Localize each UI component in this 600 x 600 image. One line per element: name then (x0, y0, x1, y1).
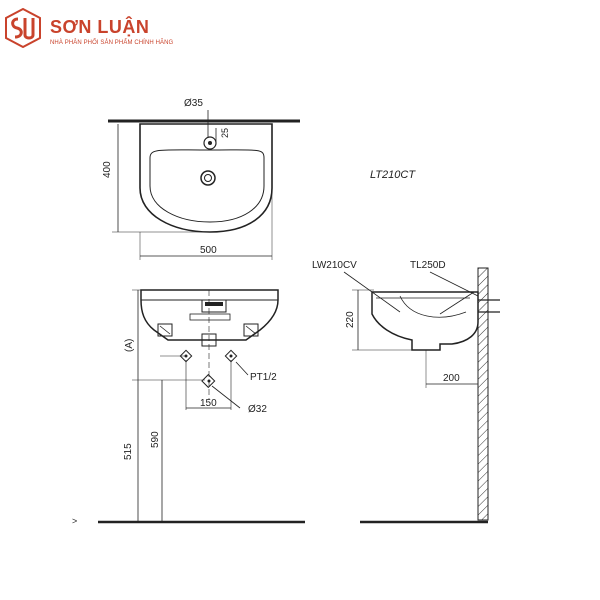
floor-arrow: > (72, 516, 77, 526)
trap-code-label: TL250D (410, 260, 446, 271)
mount-right (243, 323, 259, 337)
dim-spacing-label: 150 (200, 398, 217, 409)
drain-dia-label: Ø32 (248, 404, 267, 415)
supply-fitting-right (224, 349, 238, 363)
side-view: 220 200 LW210CV TL250D (312, 260, 500, 524)
drain-outlet (201, 373, 216, 389)
brand-tagline: NHÀ PHÂN PHỐI SẢN PHẨM CHÍNH HÃNG (50, 40, 174, 46)
pt-leader (235, 361, 249, 376)
side-wall (477, 267, 489, 521)
drain-hole (200, 170, 216, 186)
dim-25-label: 25 (220, 128, 230, 138)
brand-name: SƠN LUẬN (50, 17, 150, 37)
dim-projection-label: 200 (443, 373, 460, 384)
drain-leader (211, 385, 241, 409)
basin-bowl-top (149, 149, 265, 223)
trap-code-leader (429, 271, 479, 297)
dim-faucet-diameter: Ø35 (184, 98, 203, 109)
brand-logo-mark (5, 8, 41, 48)
basin-code-leader (343, 271, 401, 313)
model-label: LT210CT (370, 169, 416, 181)
mount-left (157, 323, 173, 337)
basin-code-label: LW210CV (312, 260, 357, 271)
front-view: PT1/2 150 Ø32 (A) 515 590 > (72, 289, 305, 526)
dim-a-label: (A) (124, 339, 135, 352)
basin-outline-top (139, 123, 273, 233)
faucet-hole-center (208, 141, 212, 145)
dim-590-label: 590 (150, 431, 161, 448)
bracket-bar (189, 313, 231, 321)
basin-front-outline (140, 289, 279, 341)
drain-hole-inner (204, 174, 212, 182)
overflow-slot-fill (205, 302, 223, 306)
mount-left-cross (159, 325, 171, 335)
trap-line (439, 291, 475, 315)
basin-side-bowl (399, 295, 467, 318)
top-view: Ø35 25 400 500 (102, 98, 300, 260)
dim-depth-label: 220 (345, 311, 356, 328)
basin-side-outline (371, 291, 479, 351)
mount-right-cross (245, 325, 257, 335)
dim-515-label: 515 (123, 443, 134, 460)
pt-thread-label: PT1/2 (250, 372, 277, 383)
dim-height-label: 400 (102, 161, 113, 178)
overflow-slot (201, 299, 227, 313)
dim-width-label: 500 (200, 245, 217, 256)
